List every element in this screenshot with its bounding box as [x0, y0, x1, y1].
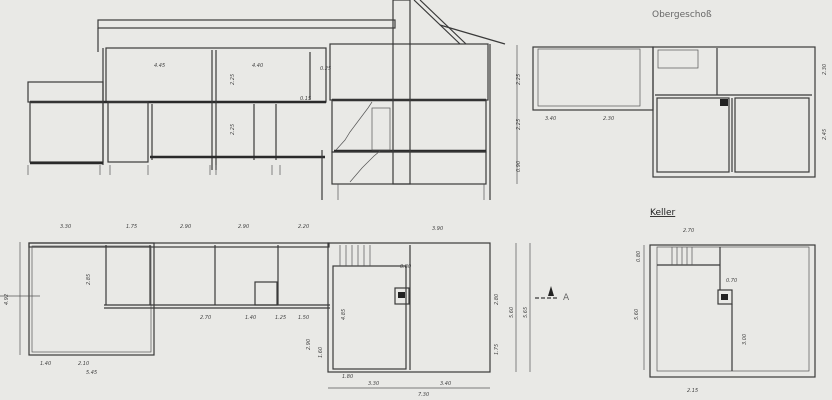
- dimension-label: 5.60: [509, 307, 515, 318]
- dimension-label: 0.70: [726, 278, 737, 284]
- dimension-label: 2.90: [180, 224, 191, 230]
- dimension-label: 2.30: [603, 116, 614, 122]
- dimension-label: 2.25: [230, 124, 236, 135]
- section-marker: A: [535, 286, 570, 303]
- dimension-label: 2.90: [306, 339, 312, 350]
- basement-plan: 2.70 5.60 0.80 2.15 3.00 0.70: [634, 228, 816, 394]
- building-section: 4.45 4.40 2.25 2.25 2.25 2.25 0.90 0.25 …: [27, 0, 522, 200]
- dimension-label: 0.15: [300, 96, 311, 102]
- dimension-label: 3.40: [545, 116, 556, 122]
- dimension-label: 0.80: [636, 251, 642, 262]
- dimension-label: 2.25: [230, 74, 236, 85]
- dimension-label: 1.80: [342, 374, 353, 380]
- dimension-label: 2.25: [516, 74, 522, 85]
- dimension-label: 4.85: [341, 309, 347, 320]
- upper-floor-title: Obergeschoß: [652, 10, 712, 20]
- dimension-label: 3.90: [432, 226, 443, 232]
- dimension-label: 2.30: [822, 64, 828, 75]
- dimension-label: 1.50: [298, 315, 309, 321]
- dimension-label: 2.80: [494, 294, 500, 305]
- dimension-label: 5.65: [523, 307, 529, 318]
- dimension-label: 4.92: [4, 294, 10, 305]
- dimension-label: 1.25: [275, 315, 286, 321]
- dimension-label: 2.15: [687, 388, 698, 394]
- dimension-label: 4.45: [154, 63, 165, 69]
- dimension-label: 0.90: [516, 161, 522, 172]
- dimension-label: 2.10: [78, 361, 89, 367]
- dimension-label: 7.30: [418, 392, 429, 398]
- dimension-label: 2.70: [683, 228, 694, 234]
- dimension-label: 2.70: [200, 315, 211, 321]
- dimension-label: 1.40: [40, 361, 51, 367]
- dimension-label: 3.40: [440, 381, 451, 387]
- basement-title: Keller: [650, 208, 676, 218]
- ground-floor-plan: 3.30 1.75 2.90 2.90 2.20 3.90 2.85 4.92 …: [0, 224, 531, 398]
- dimension-label: 5.60: [634, 309, 640, 320]
- dimension-label: 2.85: [86, 274, 92, 285]
- dimension-label: 1.60: [318, 347, 324, 358]
- dimension-label: 3.30: [368, 381, 379, 387]
- dimension-label: 1.40: [245, 315, 256, 321]
- dimension-label: 2.25: [516, 119, 522, 130]
- dimension-label: 1.75: [126, 224, 137, 230]
- dimension-label: 4.40: [252, 63, 263, 69]
- dimension-label: 2.45: [822, 129, 828, 140]
- dimension-label: 0.25: [320, 66, 331, 72]
- upper-floor-plan: 3.40 2.30 2.30 2.45: [532, 46, 828, 178]
- dimension-label: 2.90: [238, 224, 249, 230]
- dimension-label: 5.45: [86, 370, 97, 376]
- dimension-label: 0.80: [400, 264, 411, 270]
- dimension-label: 2.20: [298, 224, 309, 230]
- dimension-label: 1.75: [494, 344, 500, 355]
- section-marker-label: A: [563, 293, 570, 303]
- dimension-label: 3.00: [742, 334, 748, 345]
- dimension-label: 3.30: [60, 224, 71, 230]
